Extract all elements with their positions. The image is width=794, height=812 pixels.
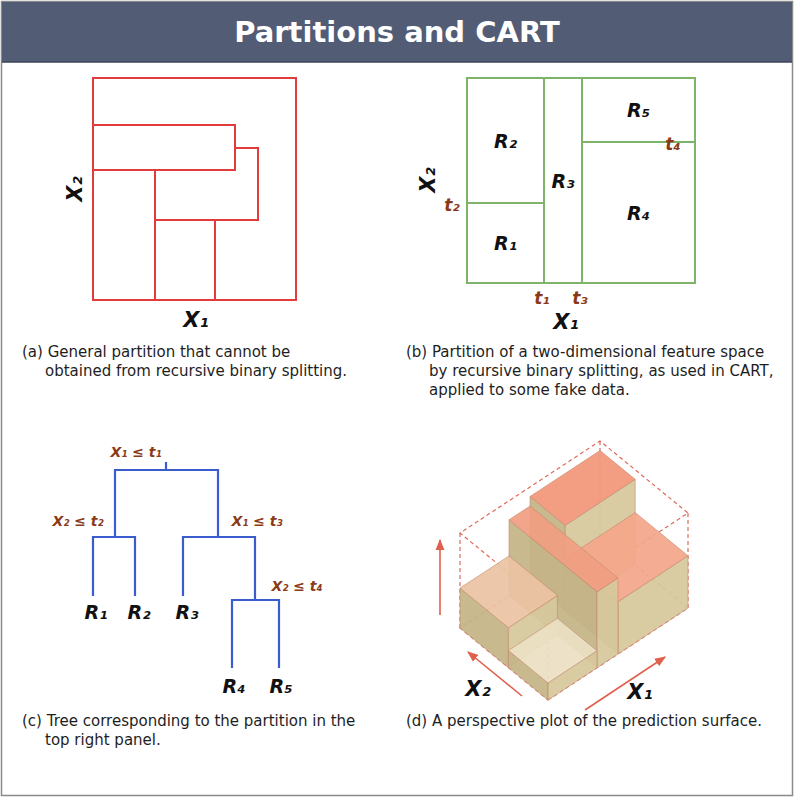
surface-face xyxy=(530,451,635,526)
plot-box xyxy=(460,441,688,700)
split-label: X₂ ≤ t₄ xyxy=(271,579,322,593)
partition-region: R₁ xyxy=(466,202,545,284)
region-label: R₅ xyxy=(627,99,650,121)
leaf-label: R₅ xyxy=(270,677,293,696)
panel-caption: (c) Tree corresponding to the partition … xyxy=(22,712,374,750)
leaf-label: R₄ xyxy=(223,677,246,696)
figure-frame xyxy=(2,2,793,796)
axis-label: X₁ xyxy=(553,312,578,333)
axis-label: X₂ xyxy=(418,167,439,192)
region-label: R₂ xyxy=(494,130,517,152)
axis-label: X₁ xyxy=(627,682,652,703)
panel-caption: (a) General partition that cannot be obt… xyxy=(22,343,357,381)
general-partition xyxy=(93,78,296,300)
split-label: X₁ ≤ t₃ xyxy=(231,514,282,528)
leaf-label: R₂ xyxy=(128,603,151,622)
surface-face xyxy=(460,556,557,628)
figure-title: Partitions and CART xyxy=(2,2,792,62)
threshold-label: t₂ xyxy=(444,197,460,214)
panel-caption: (b) Partition of a two-dimensional featu… xyxy=(406,343,778,400)
split-label: X₂ ≤ t₂ xyxy=(52,514,103,528)
split-label: X₁ ≤ t₁ xyxy=(110,445,161,459)
threshold-label: t₃ xyxy=(572,290,588,307)
panel-caption: (d) A perspective plot of the prediction… xyxy=(406,712,778,731)
title-rule xyxy=(2,61,792,63)
leaf-label: R₁ xyxy=(85,603,108,622)
partition-region: R₅ xyxy=(581,77,696,143)
axis-arrows xyxy=(440,540,665,710)
region-label: R₃ xyxy=(552,170,575,192)
prediction-surface xyxy=(460,451,688,701)
partition-region: R₃ xyxy=(543,77,583,284)
axis-label: X₂ xyxy=(465,679,490,700)
partition-region: R₄ xyxy=(581,141,696,284)
region-label: R₁ xyxy=(494,232,517,254)
title-bar xyxy=(2,2,792,62)
surface-face xyxy=(597,578,618,668)
region-label: R₄ xyxy=(627,202,650,224)
axis-label: X₂ xyxy=(65,176,86,201)
partition-region: R₂ xyxy=(466,77,545,204)
threshold-label: t₄ xyxy=(665,136,681,153)
axis-label: X₁ xyxy=(183,310,208,331)
tree-lines xyxy=(93,462,279,668)
threshold-label: t₁ xyxy=(534,290,550,307)
surface-face xyxy=(508,618,597,683)
leaf-label: R₃ xyxy=(176,603,199,622)
